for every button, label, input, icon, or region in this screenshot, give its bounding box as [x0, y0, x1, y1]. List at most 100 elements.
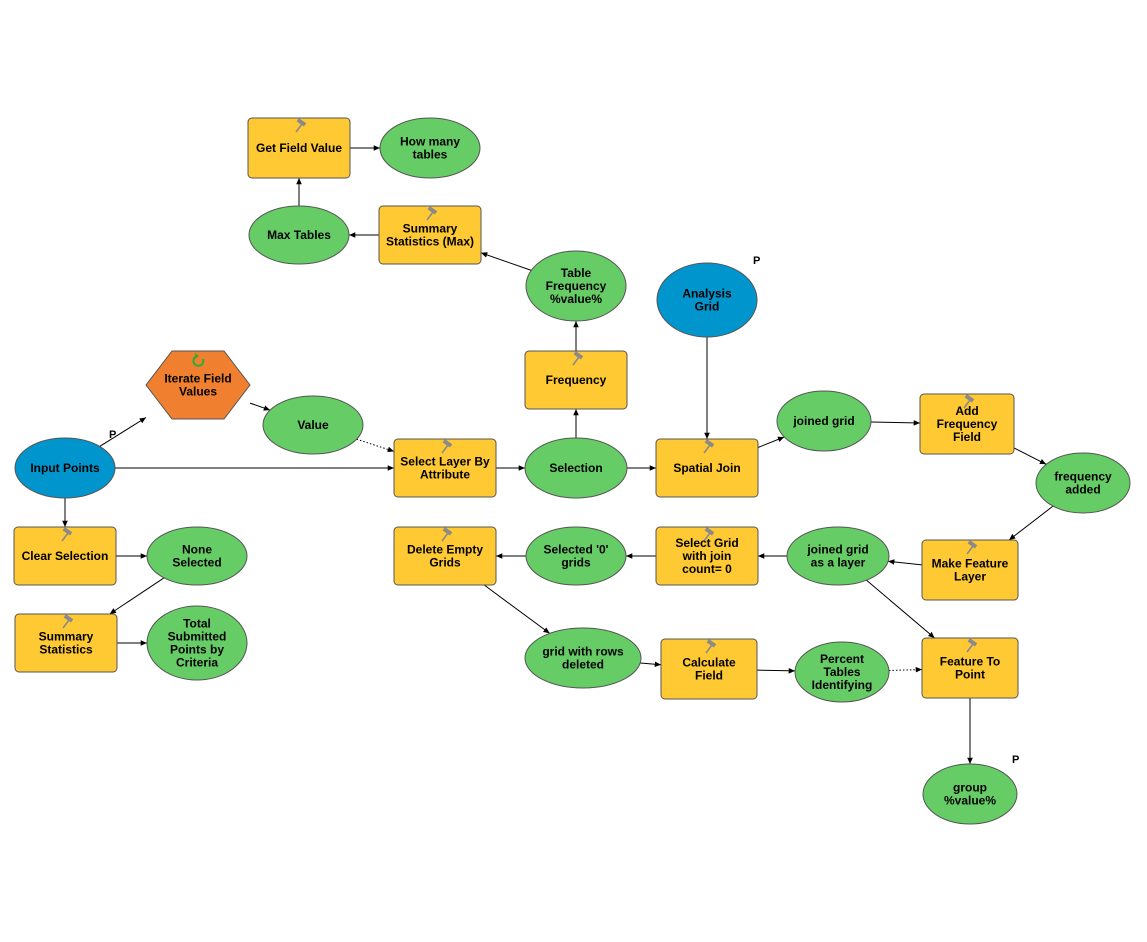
connector-value-to-select-layer-by-attribute[interactable]	[356, 438, 395, 453]
variable-selected-0-grids[interactable]: Selected '0'grids	[525, 526, 627, 586]
calculate-field-label: Calculate	[682, 656, 736, 670]
table-frequency-label: Frequency	[546, 279, 607, 293]
connector-delete-empty-grids-to-grid-rows-deleted[interactable]	[483, 584, 550, 634]
connector-frequency-added-to-make-feature-layer[interactable]	[1008, 505, 1054, 541]
add-frequency-field-label: Frequency	[937, 417, 998, 431]
connector-make-feature-layer-to-joined-grid-layer[interactable]	[888, 559, 923, 566]
select-layer-by-attribute-label: Select Layer By	[400, 455, 490, 469]
hammer-icon	[62, 614, 74, 629]
select-layer-by-attribute-shape	[393, 438, 497, 498]
feature-to-point-shape	[921, 637, 1019, 699]
tool-clear-selection[interactable]: Clear Selection	[13, 526, 117, 586]
analysis-grid-label: Grid	[695, 300, 720, 314]
iterate-field-values-shape	[145, 350, 251, 420]
connector-input-points-to-iterate-field-values[interactable]	[99, 417, 147, 447]
clear-selection-shape	[13, 526, 117, 586]
connector-add-frequency-field-to-frequency-added[interactable]	[1013, 447, 1047, 465]
percent-tables-label: Identifying	[812, 678, 873, 692]
connector-percent-tables-to-feature-to-point[interactable]	[888, 666, 923, 673]
variable-selection[interactable]: Selection	[524, 437, 628, 499]
none-selected-label: Selected	[172, 556, 221, 570]
hammer-icon	[703, 439, 715, 454]
total-submitted-label: Submitted	[168, 630, 227, 644]
max-tables-label: Max Tables	[267, 228, 331, 242]
delete-empty-grids-label: Grids	[429, 556, 461, 570]
variable-joined-grid[interactable]: joined grid	[776, 390, 872, 452]
analysis-grid-shape	[656, 262, 758, 338]
variable-max-tables[interactable]: Max Tables	[248, 205, 350, 265]
tool-spatial-join[interactable]: Spatial Join	[655, 438, 759, 498]
add-frequency-field-label: Add	[955, 404, 978, 418]
hammer-icon	[966, 638, 978, 653]
connector-joined-grid-to-add-frequency-field[interactable]	[870, 420, 921, 426]
variable-group-value[interactable]: group%value% P	[922, 754, 1019, 825]
hammer-icon	[966, 540, 978, 555]
percent-tables-shape	[794, 641, 890, 703]
joined-grid-layer-label: as a layer	[811, 556, 866, 570]
summary-statistics-label: Statistics	[39, 643, 93, 657]
variable-value[interactable]: Value	[262, 395, 364, 455]
group-value-label: group	[953, 781, 987, 795]
connector-joined-grid-layer-to-feature-to-point[interactable]	[866, 579, 935, 639]
percent-tables-label: Percent	[820, 652, 864, 666]
connector-calculate-field-to-percent-tables[interactable]	[756, 667, 796, 674]
summary-statistics-label: Summary	[39, 630, 94, 644]
select-grid-shape	[655, 526, 759, 586]
grid-rows-deleted-label: grid with rows	[542, 645, 624, 659]
total-submitted-label: Total	[183, 617, 211, 631]
how-many-tables-shape	[379, 117, 481, 179]
get-field-value-shape	[247, 117, 351, 179]
parameter-marker: P	[1012, 754, 1019, 766]
connector-none-selected-to-summary-statistics[interactable]	[109, 577, 165, 615]
how-many-tables-label: How many	[400, 135, 460, 149]
none-selected-shape	[146, 526, 248, 586]
calculate-field-label: Field	[695, 669, 723, 683]
summary-statistics-shape	[14, 613, 118, 673]
hammer-icon	[703, 527, 715, 542]
summary-stats-max-label: Summary	[403, 222, 458, 236]
parameter-marker: P	[753, 255, 760, 267]
tool-frequency[interactable]: Frequency	[524, 350, 628, 410]
feature-to-point-label: Point	[955, 668, 985, 682]
hammer-icon	[441, 439, 453, 454]
iterate-field-values-label: Values	[179, 385, 217, 399]
table-frequency-label: Table	[561, 266, 592, 280]
group-value-label: %value%	[944, 794, 996, 808]
spatial-join-shape	[655, 438, 759, 498]
selected-0-grids-label: grids	[561, 556, 591, 570]
selection-shape	[524, 437, 628, 499]
connector-grid-rows-deleted-to-calculate-field[interactable]	[640, 661, 662, 668]
make-feature-layer-label: Layer	[954, 570, 986, 584]
select-grid-label: with join	[682, 549, 732, 563]
max-tables-shape	[248, 205, 350, 265]
frequency-shape	[524, 350, 628, 410]
connector-iterate-field-values-to-value[interactable]	[249, 402, 271, 411]
connector-table-frequency-to-summary-stats-max[interactable]	[480, 252, 532, 271]
table-frequency-shape	[525, 250, 627, 322]
none-selected-label: None	[182, 543, 212, 557]
tool-get-field-value[interactable]: Get Field Value	[247, 117, 351, 179]
connector-spatial-join-to-joined-grid[interactable]	[757, 436, 785, 448]
total-submitted-label: Criteria	[176, 656, 218, 670]
joined-grid-layer-label: joined grid	[806, 543, 868, 557]
